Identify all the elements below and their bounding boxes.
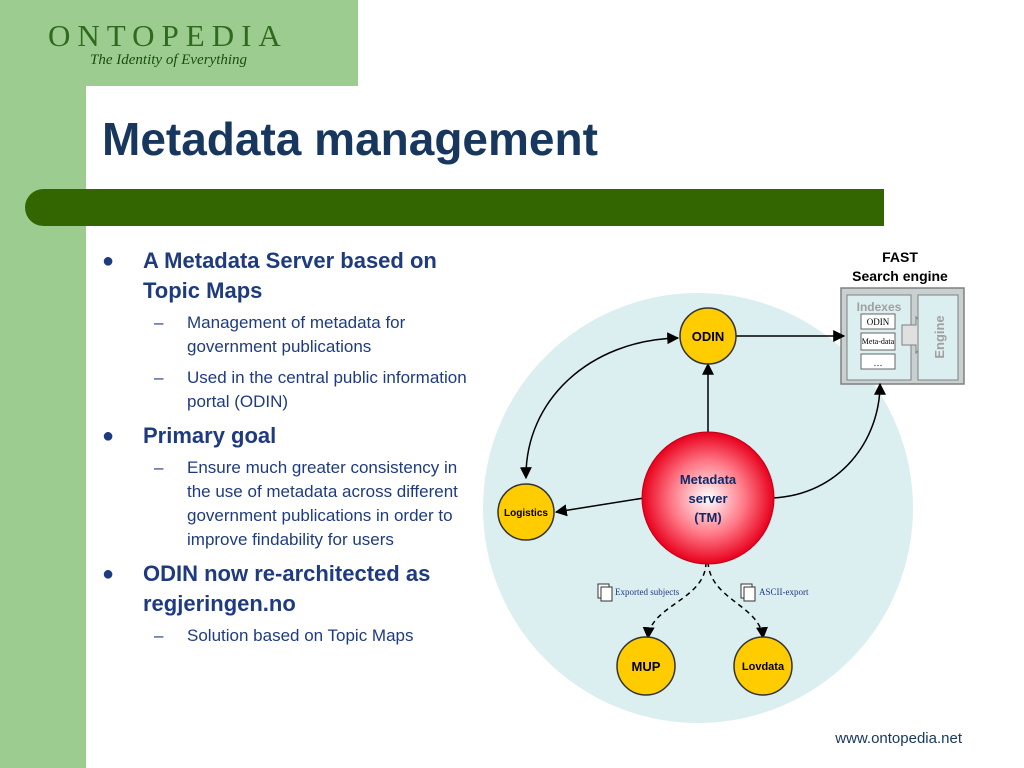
sub-bullet-item: – Solution based on Topic Maps [102, 624, 472, 648]
dash-icon: – [154, 313, 164, 332]
bullet-item: ● Primary goal [102, 421, 472, 451]
odin-node: ODIN [679, 307, 737, 365]
bullet-dot-icon: ● [102, 250, 115, 272]
sub-bullet-text: Solution based on Topic Maps [187, 626, 414, 645]
logo-tagline: The Identity of Everything [90, 52, 248, 68]
sub-bullet-item: – Ensure much greater consistency in the … [102, 456, 472, 552]
exported-subjects-label: Exported subjects [597, 583, 680, 602]
sub-bullet-text: Management of metadata for government pu… [187, 313, 406, 356]
fast-search-engine-box: Indexes ODIN Meta-data … Engine [840, 287, 965, 385]
sub-bullet-item: – Management of metadata for government p… [102, 311, 472, 359]
lovdata-node: Lovdata [733, 636, 793, 696]
mup-node: MUP [616, 636, 676, 696]
index-metadata: Meta-data [862, 337, 895, 346]
side-band [0, 0, 86, 768]
logistics-label: Logistics [504, 508, 548, 519]
logo-area: ONTOPEDIA The Identity of Everything [0, 0, 358, 86]
bullet-dot-icon: ● [102, 425, 115, 447]
server-label-line2: server [688, 491, 727, 506]
bullet-list: ● A Metadata Server based on Topic Maps –… [102, 246, 472, 655]
ascii-export-label: ASCII-export [740, 583, 809, 602]
server-label-line1: Metadata [680, 472, 737, 487]
connector-server-fast [771, 382, 886, 499]
engine-label: Engine [932, 315, 947, 358]
logistics-node: Logistics [497, 483, 555, 541]
sub-bullet-item: – Used in the central public information … [102, 366, 472, 414]
footer-url: www.ontopedia.net [835, 730, 962, 747]
index-more: … [874, 358, 883, 368]
bullet-item: ● A Metadata Server based on Topic Maps [102, 246, 472, 306]
slide-title: Metadata management [102, 113, 598, 165]
architecture-diagram: FAST Search engine Indexes ODIN Meta-dat… [483, 249, 965, 723]
connector-server-logistics [554, 497, 645, 517]
odin-label: ODIN [692, 329, 725, 344]
connector-server-mup [642, 561, 707, 640]
bullet-text: A Metadata Server based on Topic Maps [143, 248, 437, 303]
lovdata-label: Lovdata [742, 661, 785, 673]
dash-icon: – [154, 368, 164, 387]
connector-odin-logistics [519, 332, 680, 480]
sub-bullet-text: Used in the central public information p… [187, 368, 467, 411]
indexes-label: Indexes [857, 300, 902, 314]
bullet-text: Primary goal [143, 423, 277, 448]
bullet-dot-icon: ● [102, 563, 115, 585]
fast-label-line1: FAST [882, 249, 918, 265]
ascii-export-text: ASCII-export [759, 587, 809, 597]
dash-icon: – [154, 626, 164, 645]
metadata-server-node: Metadata server (TM) [641, 431, 775, 565]
connector-server-lovdata [707, 561, 768, 640]
title-underline-bar [25, 189, 884, 226]
dash-icon: – [154, 458, 164, 477]
mup-label: MUP [632, 659, 661, 674]
bullet-text: ODIN now re-architected as regjeringen.n… [143, 561, 431, 616]
sub-bullet-text: Ensure much greater consistency in the u… [187, 458, 458, 549]
index-odin: ODIN [867, 317, 890, 327]
fast-label-line2: Search engine [852, 268, 948, 284]
bullet-item: ● ODIN now re-architected as regjeringen.… [102, 559, 472, 619]
server-label-line3: (TM) [694, 510, 721, 525]
exported-subjects-text: Exported subjects [615, 587, 680, 597]
logo-name: ONTOPEDIA [48, 18, 288, 53]
